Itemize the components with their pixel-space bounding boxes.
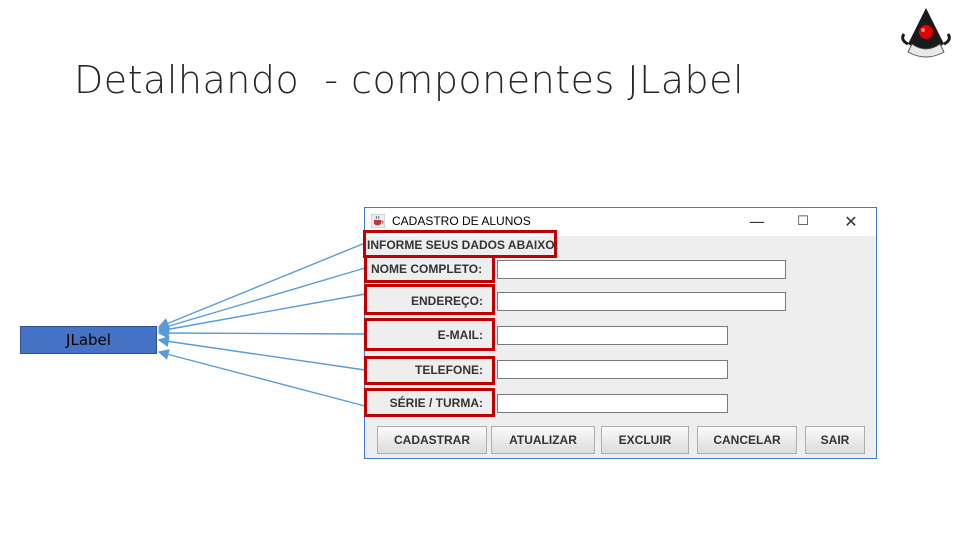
serie-input[interactable]	[497, 394, 728, 413]
arrow-email	[157, 327, 366, 339]
java-cup-icon	[371, 214, 385, 228]
highlight-email	[364, 318, 495, 351]
telefone-label: TELEFONE:	[415, 363, 483, 377]
jlabel-callout: JLabel	[20, 326, 157, 354]
form-panel: INFORME SEUS DADOS ABAIXO: NOME COMPLETO…	[363, 230, 876, 458]
maximize-button[interactable]: ☐	[797, 214, 809, 229]
arrow-nome	[157, 267, 366, 332]
java-duke-icon	[901, 8, 951, 58]
cadastrar-button[interactable]: CADASTRAR	[377, 426, 487, 454]
endereco-label: ENDEREÇO:	[410, 294, 483, 308]
nome-label: NOME COMPLETO:	[371, 262, 483, 276]
cadastro-window: CADASTRO DE ALUNOS — ☐ ✕ INFORME SEUS DA…	[363, 207, 877, 459]
arrow-serie	[157, 349, 366, 407]
cancelar-button[interactable]: CANCELAR	[697, 426, 797, 454]
serie-label: SÉRIE / TURMA:	[389, 396, 483, 410]
telefone-input[interactable]	[497, 360, 728, 379]
minimize-button[interactable]: —	[749, 212, 765, 231]
highlight-nome	[364, 255, 495, 283]
endereco-input[interactable]	[497, 292, 786, 311]
email-label: E-MAIL:	[437, 328, 483, 342]
email-input[interactable]	[497, 326, 728, 345]
atualizar-button[interactable]: ATUALIZAR	[491, 426, 595, 454]
arrow-telefone	[157, 335, 366, 371]
close-button[interactable]: ✕	[844, 212, 858, 231]
highlight-serie	[364, 388, 495, 417]
arrow-header	[157, 242, 366, 329]
highlight-telefone	[364, 356, 495, 385]
sair-button[interactable]: SAIR	[805, 426, 865, 454]
window-title: CADASTRO DE ALUNOS	[392, 214, 531, 228]
nome-input[interactable]	[497, 260, 786, 279]
highlight-endereco	[364, 284, 495, 315]
arrow-endereco	[157, 293, 366, 335]
header-label: INFORME SEUS DADOS ABAIXO:	[367, 238, 559, 252]
excluir-button[interactable]: EXCLUIR	[601, 426, 689, 454]
slide-title: Detalhando - componentes JLabel	[74, 58, 745, 102]
